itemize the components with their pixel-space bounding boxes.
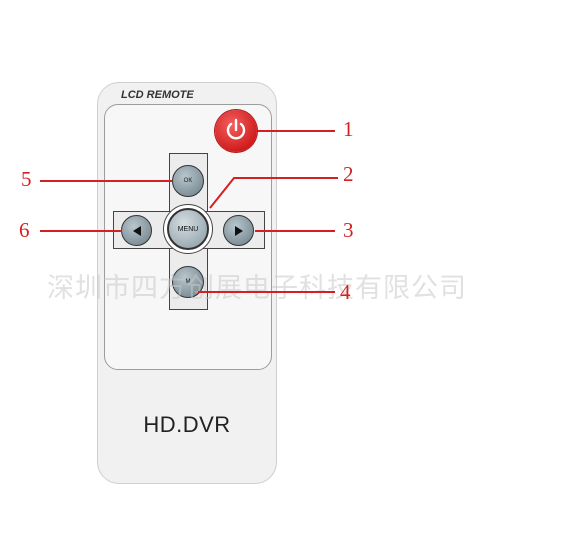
watermark-text: 深圳市四方创展电子科技有限公司 — [47, 273, 467, 304]
callout-line-6 — [40, 230, 122, 232]
callout-line-1 — [258, 130, 335, 132]
menu-button[interactable]: MENU — [167, 208, 209, 250]
left-arrow-icon — [132, 225, 141, 236]
callout-line-4 — [198, 291, 335, 293]
remote-title: LCD REMOTE — [121, 89, 194, 101]
callout-number-3: 3 — [343, 218, 354, 242]
power-button[interactable] — [215, 110, 257, 152]
callout-number-2: 2 — [343, 162, 354, 186]
callout-line-2 — [209, 177, 338, 209]
callout-number-4: 4 — [340, 280, 351, 304]
callout-number-6: 6 — [19, 218, 30, 242]
callout-number-5: 5 — [21, 167, 32, 191]
callout-line-3 — [255, 230, 335, 232]
ok-button[interactable]: OK — [172, 165, 204, 197]
callout-number-1: 1 — [343, 117, 354, 141]
right-arrow-icon — [234, 225, 243, 236]
right-arrow-button[interactable] — [223, 215, 254, 246]
power-icon — [226, 118, 246, 140]
callout-line-5 — [40, 180, 172, 182]
left-arrow-button[interactable] — [121, 215, 152, 246]
model-label: HD.DVR — [143, 412, 231, 437]
